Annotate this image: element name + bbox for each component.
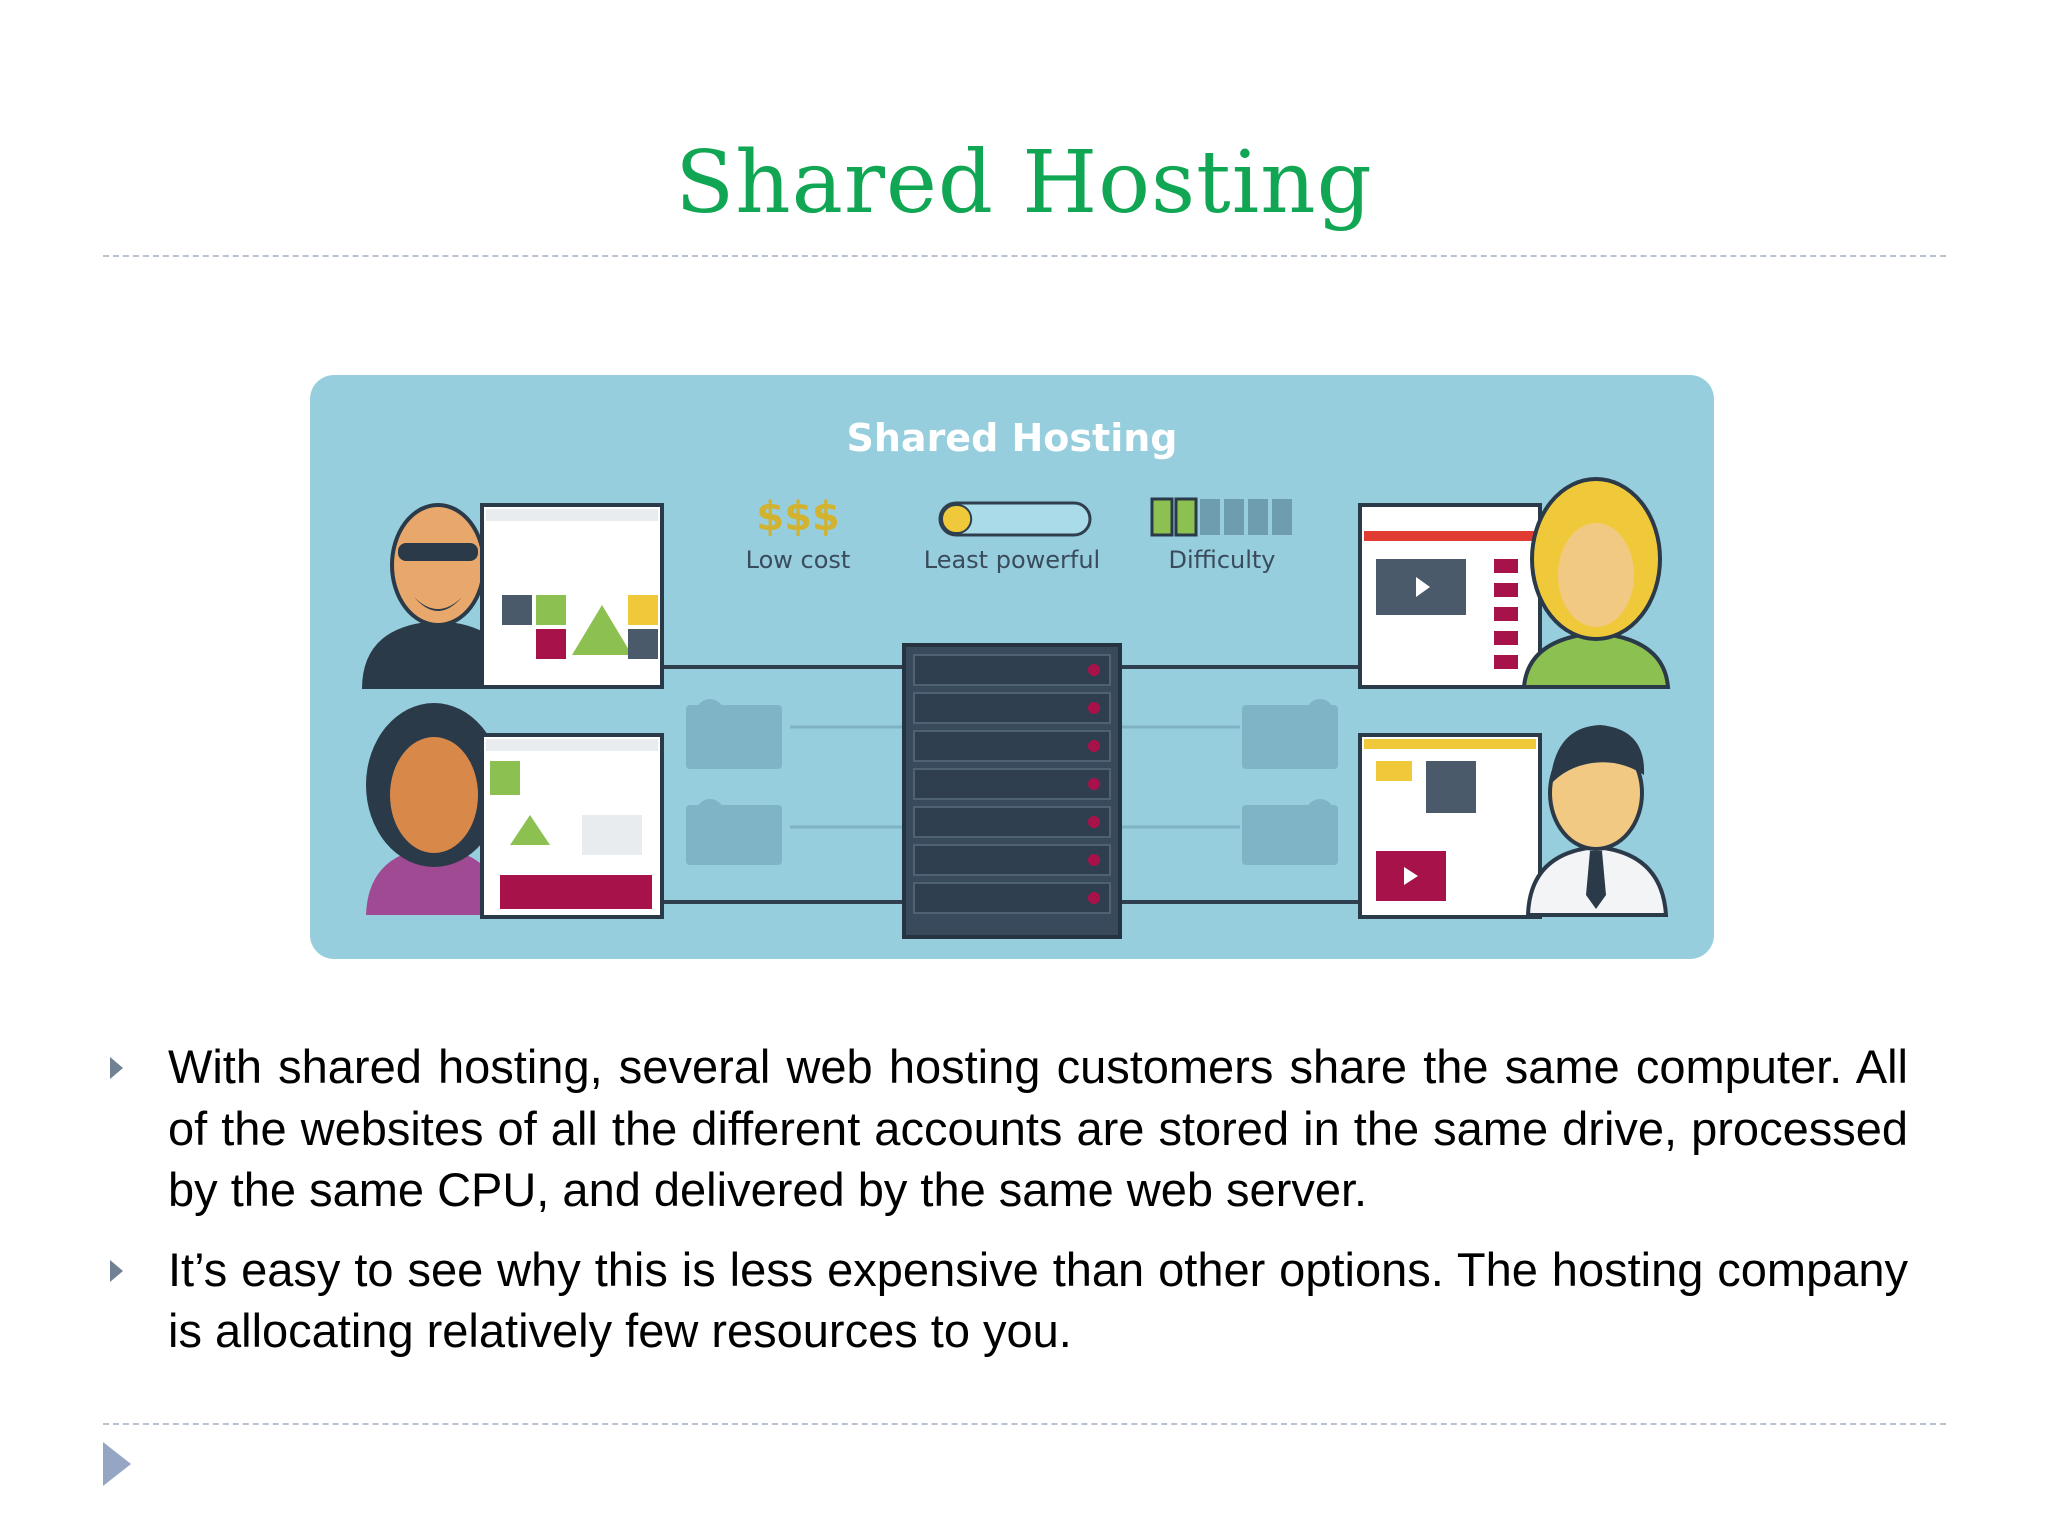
server-led [1088,664,1100,676]
server-unit [913,730,1111,762]
illustration-heading: Shared Hosting [847,416,1178,460]
bullet-arrow-icon [110,1259,123,1282]
power-meter-icon [938,501,1092,537]
user-blonde-woman-icon [1521,477,1671,689]
server-led [1088,816,1100,828]
bullet-arrow-icon [110,1057,123,1079]
power-label: Least powerful [924,546,1100,574]
difficulty-block [1150,497,1174,537]
difficulty-block [1224,499,1244,535]
difficulty-block [1200,499,1220,535]
server-led [1088,702,1100,714]
difficulty-meter-icon [1150,497,1292,537]
server-rack-icon [902,643,1122,939]
bullet-text: It’s easy to see why this is less expens… [168,1242,1908,1358]
server-unit [913,844,1111,876]
server-unit [913,768,1111,800]
browser-window-icon [1358,503,1542,689]
difficulty-block [1248,499,1268,535]
bullet-text: With shared hosting, several web hosting… [168,1040,1908,1216]
shared-hosting-illustration: Shared Hosting $$$ Low cost Least powerf… [310,375,1714,959]
user-man-tie-icon [1525,725,1669,917]
bullet-list: With shared hosting, several web hosting… [103,1036,1908,1380]
faded-lines [790,725,1240,829]
server-unit [913,882,1111,914]
slide-corner-arrow-icon [103,1442,131,1486]
slide-title: Shared Hosting [675,133,1373,233]
browser-window-icon [480,733,664,919]
bullet-item: It’s easy to see why this is less expens… [103,1239,1908,1362]
footer-divider [103,1423,1946,1425]
user-woman-dark-hair-icon [366,703,504,915]
server-unit [913,692,1111,724]
difficulty-block [1174,497,1198,537]
server-led [1088,854,1100,866]
cost-icon: $$$ [756,494,840,540]
server-led [1088,740,1100,752]
faded-user-icons [686,699,1338,865]
cost-label: Low cost [746,546,851,574]
difficulty-label: Difficulty [1168,546,1275,574]
browser-window-icon [480,503,664,689]
difficulty-block [1272,499,1292,535]
server-unit [913,806,1111,838]
browser-window-icon [1358,733,1542,919]
bullet-item: With shared hosting, several web hosting… [103,1036,1908,1221]
title-divider [103,255,1946,257]
server-led [1088,778,1100,790]
server-led [1088,892,1100,904]
server-unit [913,654,1111,686]
